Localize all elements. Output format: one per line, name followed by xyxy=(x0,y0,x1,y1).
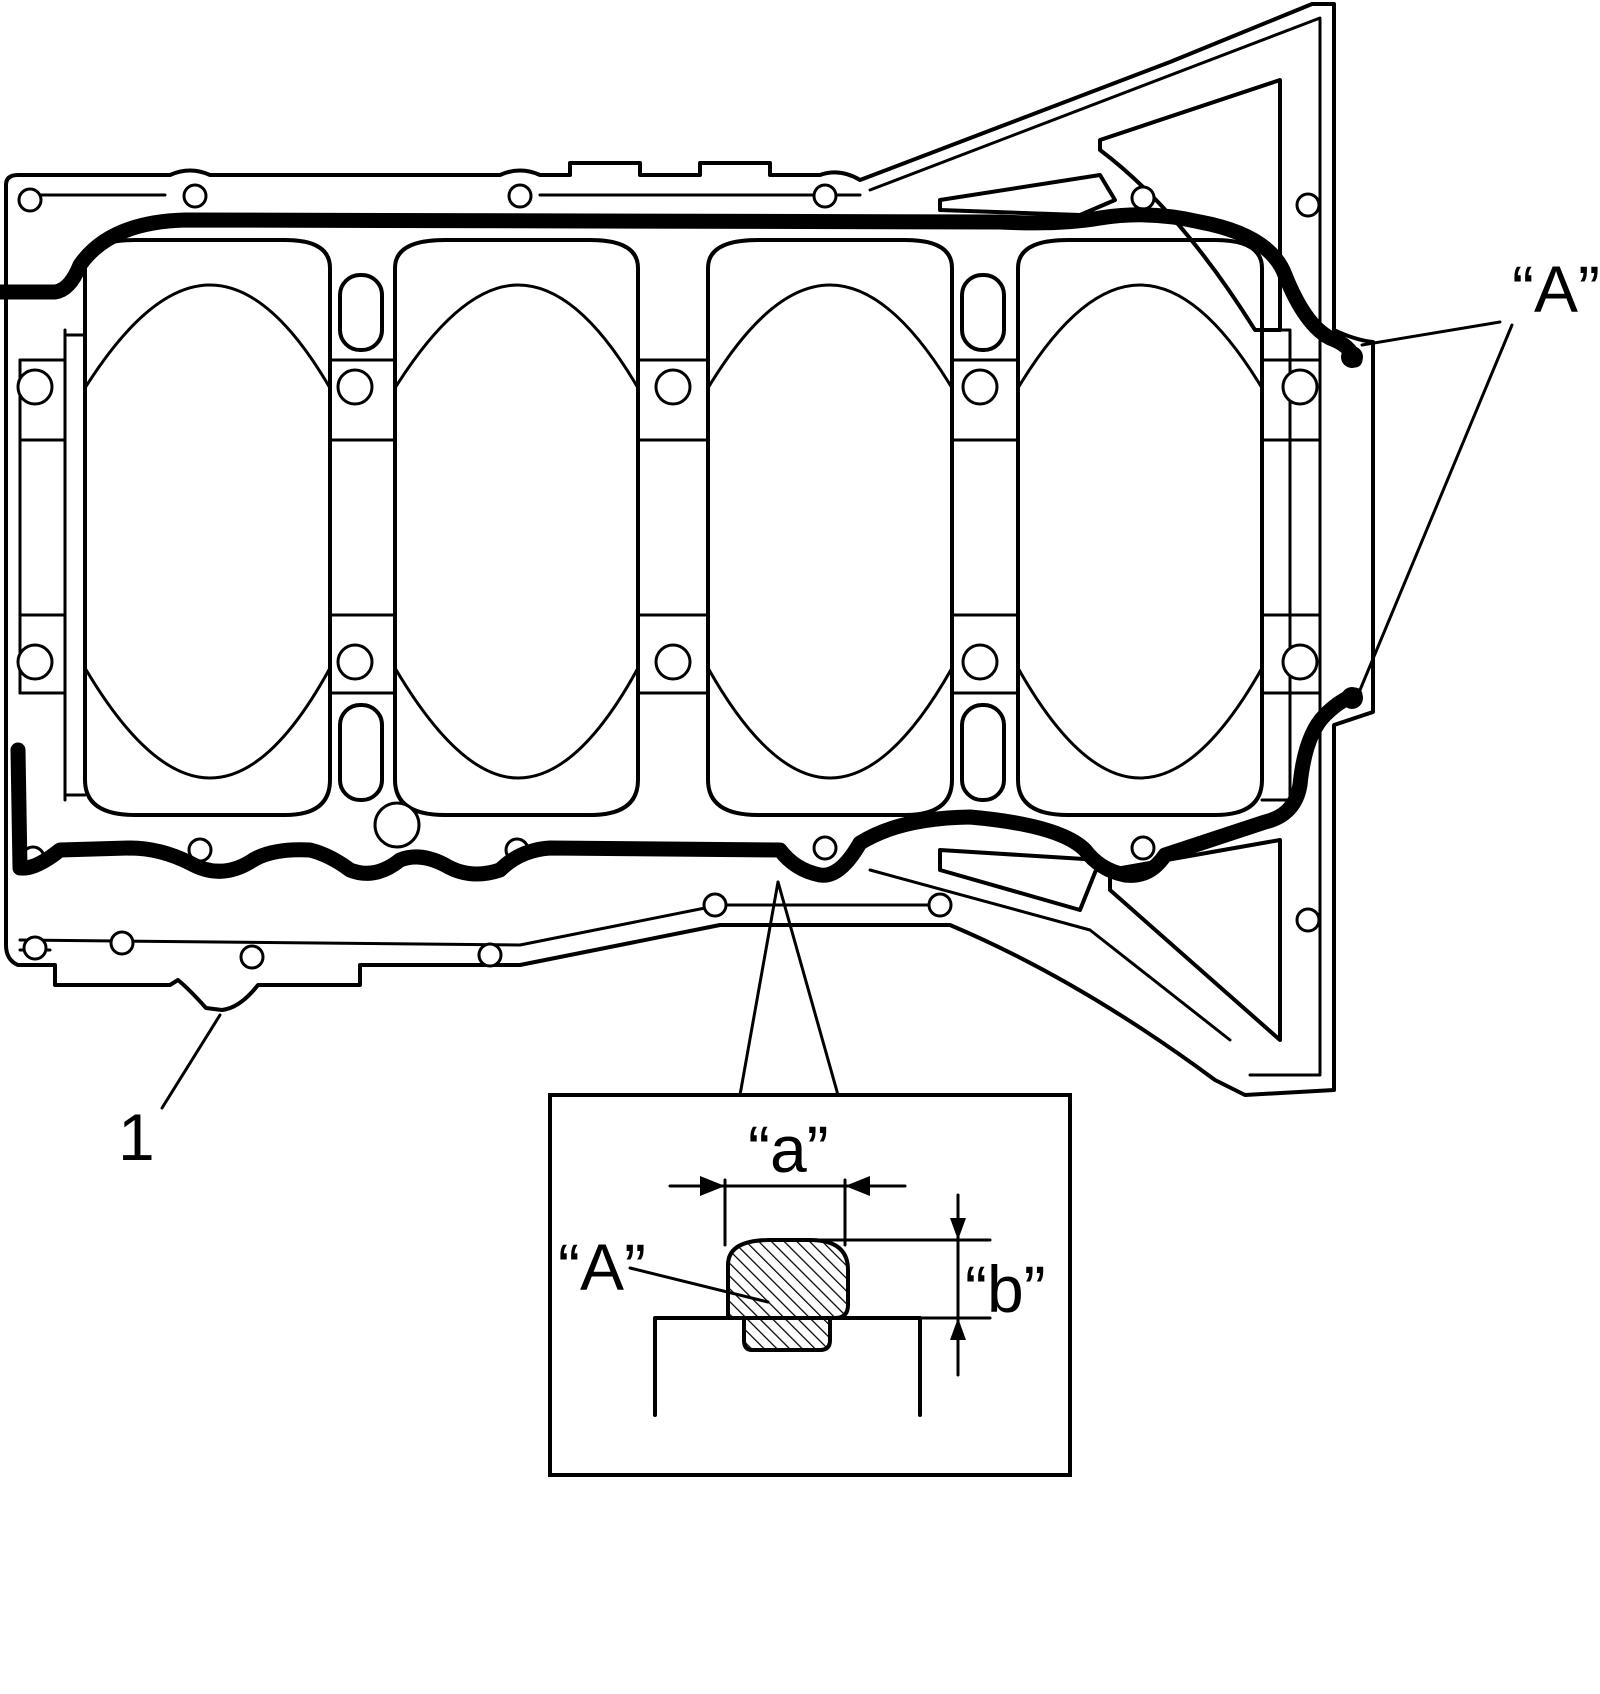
sealant-bead xyxy=(0,207,1363,883)
bead-label-detail: “A” xyxy=(558,1230,646,1304)
part-number-label: 1 xyxy=(118,1100,155,1174)
oblong-slots xyxy=(338,273,1006,802)
detail-inset xyxy=(548,1093,1072,1477)
cylinder-bore-1 xyxy=(83,238,332,817)
leader-lines xyxy=(160,320,1514,1110)
housing-outline xyxy=(4,2,1375,1097)
cylinder-bore-4 xyxy=(1016,238,1264,817)
bolt-holes xyxy=(16,183,1321,970)
rib-cutouts xyxy=(868,78,1282,1042)
cylinder-bore-2 xyxy=(393,238,640,817)
bead-cross-section xyxy=(726,1238,850,1352)
dimension-label-a: “a” xyxy=(748,1112,829,1186)
dimension-label-b: “b” xyxy=(965,1252,1046,1326)
cylinder-bore-3 xyxy=(706,238,954,817)
bead-label-main: “A” xyxy=(1512,252,1600,326)
